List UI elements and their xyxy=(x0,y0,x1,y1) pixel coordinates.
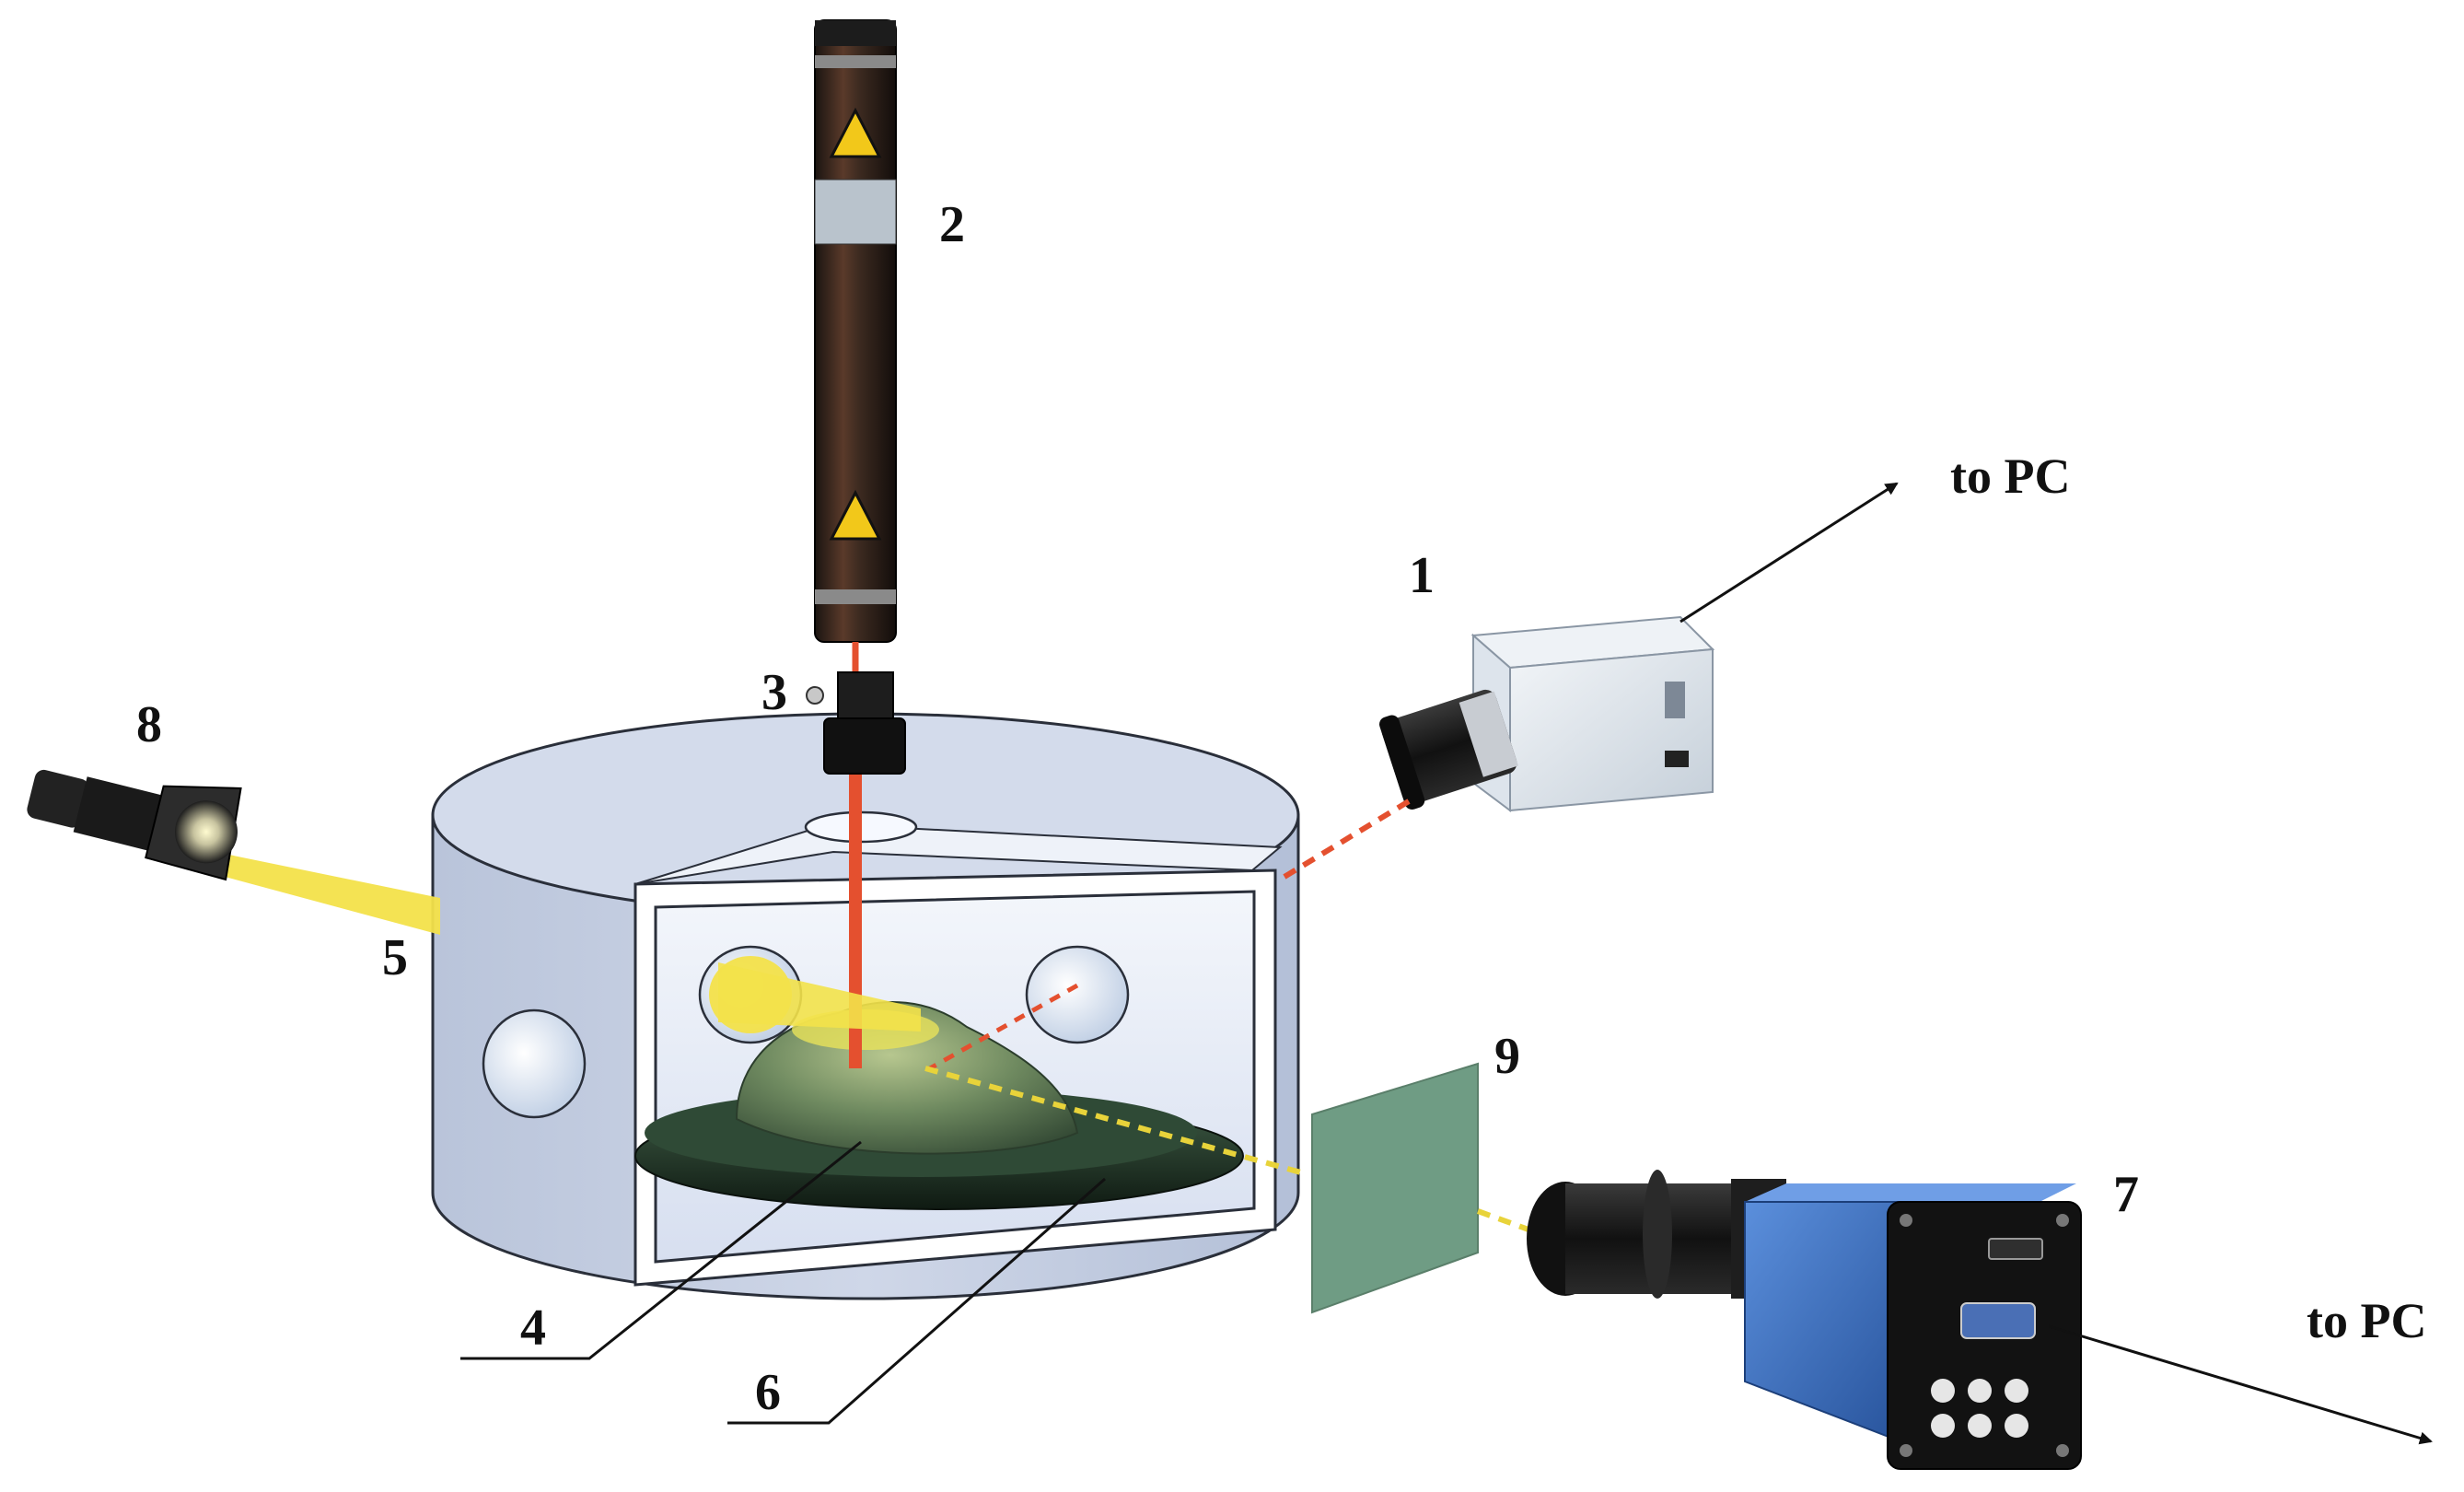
camera1-sightline-outer xyxy=(1278,798,1411,882)
lens-screw xyxy=(806,686,824,705)
leader-line-6 xyxy=(727,1177,1106,1425)
camera7-screw-4 xyxy=(2056,1444,2069,1457)
camera7-button-4 xyxy=(1931,1414,1955,1438)
camera1-sightline-inner xyxy=(928,983,1079,1071)
label-9: 9 xyxy=(1494,1028,1520,1085)
chamber-top-cutaway xyxy=(634,822,1283,885)
laser-top-cap xyxy=(815,20,896,46)
label-to-pc-bottom: to PC xyxy=(2307,1293,2426,1348)
sample-assembly xyxy=(634,1001,1244,1210)
flashlight-tail xyxy=(27,769,89,828)
flashlight-grip xyxy=(73,776,164,851)
side-window-inner-right xyxy=(1025,945,1130,1044)
camera1-data-arrow xyxy=(1679,482,1899,624)
camera1-port xyxy=(1665,682,1685,718)
camera7-screw-1 xyxy=(1900,1214,1912,1227)
flashlight xyxy=(27,769,242,881)
filter-plate xyxy=(1311,1062,1479,1314)
flashlight-lens xyxy=(174,800,238,864)
camera1-lens xyxy=(1379,689,1518,810)
label-5: 5 xyxy=(382,929,408,986)
laser-warning-icon-upper xyxy=(829,107,882,158)
label-2: 2 xyxy=(939,196,965,253)
camera7-button-5 xyxy=(1968,1414,1992,1438)
camera7-button-1 xyxy=(1931,1379,1955,1403)
high-speed-camera xyxy=(1379,615,1715,812)
camera1-connector xyxy=(1665,751,1689,767)
side-window-left-outer xyxy=(482,1008,587,1119)
label-7: 7 xyxy=(2113,1166,2139,1223)
camera7-top xyxy=(1745,1183,2076,1202)
video-camera xyxy=(1527,1170,2082,1470)
camera1-side xyxy=(1509,647,1714,812)
label-3: 3 xyxy=(761,664,787,721)
camera7-button-6 xyxy=(2005,1414,2028,1438)
label-1: 1 xyxy=(1409,547,1435,604)
laser-label-sticker xyxy=(814,179,897,245)
camera7-button-3 xyxy=(2005,1379,2028,1403)
label-4: 4 xyxy=(520,1300,546,1357)
camera7-sightline-b xyxy=(1476,1208,1530,1232)
light-beam-inside xyxy=(718,962,921,1032)
camera7-data-arrow xyxy=(2048,1324,2433,1445)
laser-warning-icon-lower xyxy=(829,489,882,541)
camera7-button-2 xyxy=(1968,1379,1992,1403)
camera7-vga-port xyxy=(1960,1302,2036,1339)
label-6: 6 xyxy=(755,1364,781,1421)
leader-line-4 xyxy=(460,1140,862,1360)
camera7-hdmi-port xyxy=(1988,1238,2043,1260)
lens-tube-bottom xyxy=(823,717,906,775)
light-beam-5 xyxy=(184,845,440,935)
focusing-lens xyxy=(806,671,906,775)
label-8: 8 xyxy=(136,696,162,753)
camera7-screw-2 xyxy=(2056,1214,2069,1227)
lens-tube-top xyxy=(837,671,894,719)
label-to-pc-top: to PC xyxy=(1950,449,2070,504)
camera7-screw-3 xyxy=(1900,1444,1912,1457)
laser-band-1 xyxy=(815,55,896,68)
laser-source xyxy=(814,19,897,643)
laser-band-2 xyxy=(815,589,896,604)
